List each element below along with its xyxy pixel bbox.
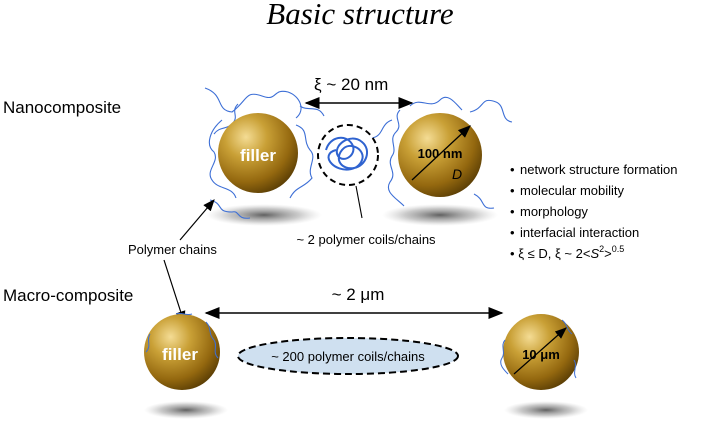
bullet-dot: • xyxy=(510,225,515,240)
macro-spacing-label: ~ 2 μm xyxy=(332,285,385,304)
bullet-dot: • xyxy=(510,204,515,219)
bullet-item: interfacial interaction xyxy=(520,225,639,240)
nano-left-shadow xyxy=(206,204,322,226)
macro-left-filler-ball xyxy=(144,314,220,390)
nano-coil-pointer xyxy=(355,185,363,219)
macro-right-polymer-chains xyxy=(500,319,577,379)
macro-right-shadow xyxy=(504,401,588,419)
nanocomposite-label: Nanocomposite xyxy=(3,98,121,117)
polymer-chains-pointer-up xyxy=(179,199,215,241)
macro-coil-region xyxy=(237,337,459,375)
bullet-item: morphology xyxy=(520,204,588,219)
diagram-title: Basic structure xyxy=(266,0,454,31)
nano-left-filler-ball xyxy=(218,113,298,193)
bullet-item: molecular mobility xyxy=(520,183,625,198)
macro-diameter-arrow xyxy=(513,327,567,375)
macro-left-shadow xyxy=(144,401,228,419)
bullet-item: network structure formation xyxy=(520,162,678,177)
bullet-dot: • xyxy=(510,162,515,177)
polymer-chains-label: Polymer chains xyxy=(128,242,217,257)
macro-filler-label: filler xyxy=(162,345,198,364)
nano-polymer-coil xyxy=(325,136,369,171)
nano-filler-label: filler xyxy=(240,146,276,165)
nano-spacing-label: ξ ~ 20 nm xyxy=(314,75,388,94)
polymer-chains-pointer-down xyxy=(163,259,186,324)
nano-size-label: 100 nm xyxy=(418,146,463,161)
nano-size-symbol: D xyxy=(452,166,462,182)
nano-right-shadow xyxy=(382,204,498,226)
nano-right-polymer-chains xyxy=(371,96,513,209)
macro-size-label: 10 μm xyxy=(522,347,560,362)
nano-diameter-arrow xyxy=(411,125,471,181)
macrocomposite-label: Macro-composite xyxy=(3,286,133,305)
formula-item: • ξ ≤ D, ξ ~ 2<S2>0.5 xyxy=(510,244,624,261)
bullet-dot: • xyxy=(510,183,515,198)
macro-coil-label: ~ 200 polymer coils/chains xyxy=(271,349,425,364)
nano-coil-region xyxy=(317,124,379,186)
property-bullet-list: • network structure formation • molecula… xyxy=(510,162,678,261)
nano-coil-label: ~ 2 polymer coils/chains xyxy=(296,232,436,247)
macro-left-polymer-chains xyxy=(145,312,219,359)
